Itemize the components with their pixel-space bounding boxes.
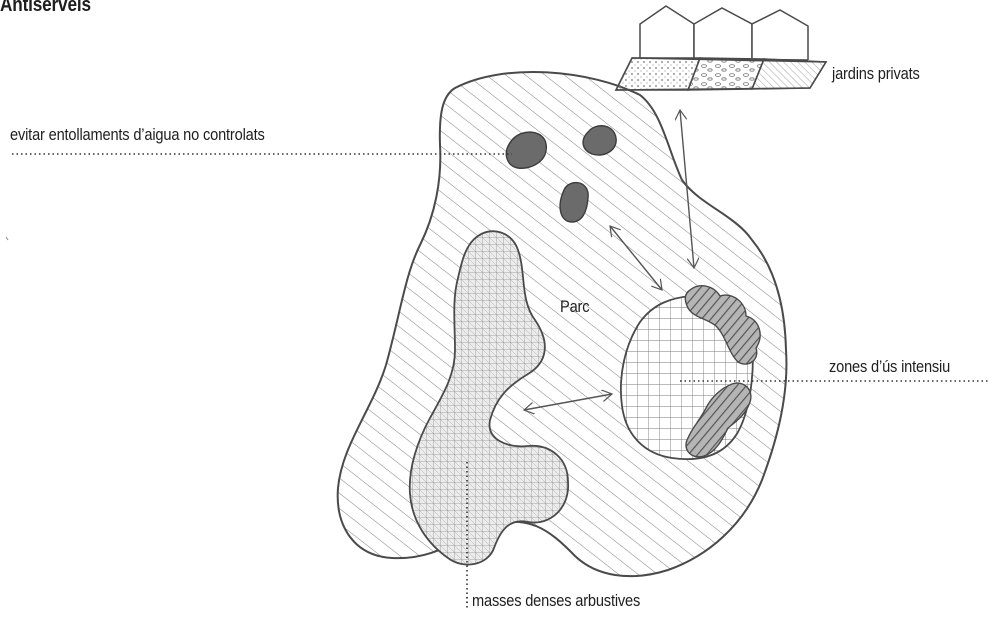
avoid-water-label: evitar entollaments d’aigua no controlat… bbox=[10, 125, 265, 145]
house-1 bbox=[640, 6, 694, 58]
garden-plot-1 bbox=[616, 58, 700, 90]
park-label: Parc bbox=[560, 297, 589, 317]
house-2 bbox=[694, 8, 752, 58]
houses bbox=[640, 6, 808, 60]
garden-plot-2 bbox=[688, 58, 764, 90]
house-3 bbox=[752, 10, 808, 60]
intensive-use-label: zones d’ús intensiu bbox=[829, 357, 950, 377]
diagram-title: Antiservels bbox=[0, 0, 91, 17]
garden-plot-3 bbox=[752, 59, 826, 89]
dense-shrubs-label: masses denses arbustives bbox=[472, 591, 640, 611]
private-gardens-label: jardins privats bbox=[832, 64, 920, 84]
stray-pencil-mark bbox=[6, 237, 8, 240]
garden-strip bbox=[616, 58, 826, 90]
